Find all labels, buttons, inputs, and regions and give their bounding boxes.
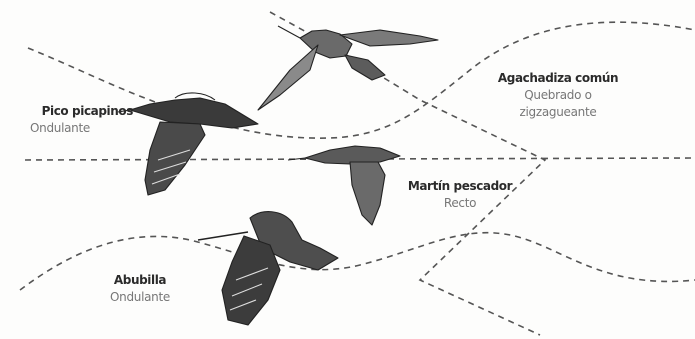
bird-name: Martín pescador	[390, 178, 530, 195]
flight-type: Ondulante	[5, 120, 115, 137]
flight-type-line-1: Quebrado o	[478, 87, 638, 104]
flight-type-line-2: zigzagueante	[478, 104, 638, 121]
bird-pico-picapinos-illustration	[118, 93, 258, 195]
bird-martin-pescador-illustration	[288, 146, 400, 225]
bird-name: Agachadiza común	[478, 70, 638, 87]
bird-agachadiza-illustration	[258, 26, 438, 110]
label-pico-picapinos: Pico picapinos Ondulante	[5, 103, 133, 137]
flight-type: Ondulante	[95, 289, 185, 306]
label-martin-pescador: Martín pescador Recto	[390, 178, 530, 212]
label-agachadiza-comun: Agachadiza común Quebrado o zigzagueante	[478, 70, 638, 121]
flight-type: Recto	[390, 195, 530, 212]
bird-name: Abubilla	[95, 272, 185, 289]
bird-abubilla-illustration	[198, 212, 338, 325]
label-abubilla: Abubilla Ondulante	[95, 272, 185, 306]
bird-name: Pico picapinos	[5, 103, 133, 120]
